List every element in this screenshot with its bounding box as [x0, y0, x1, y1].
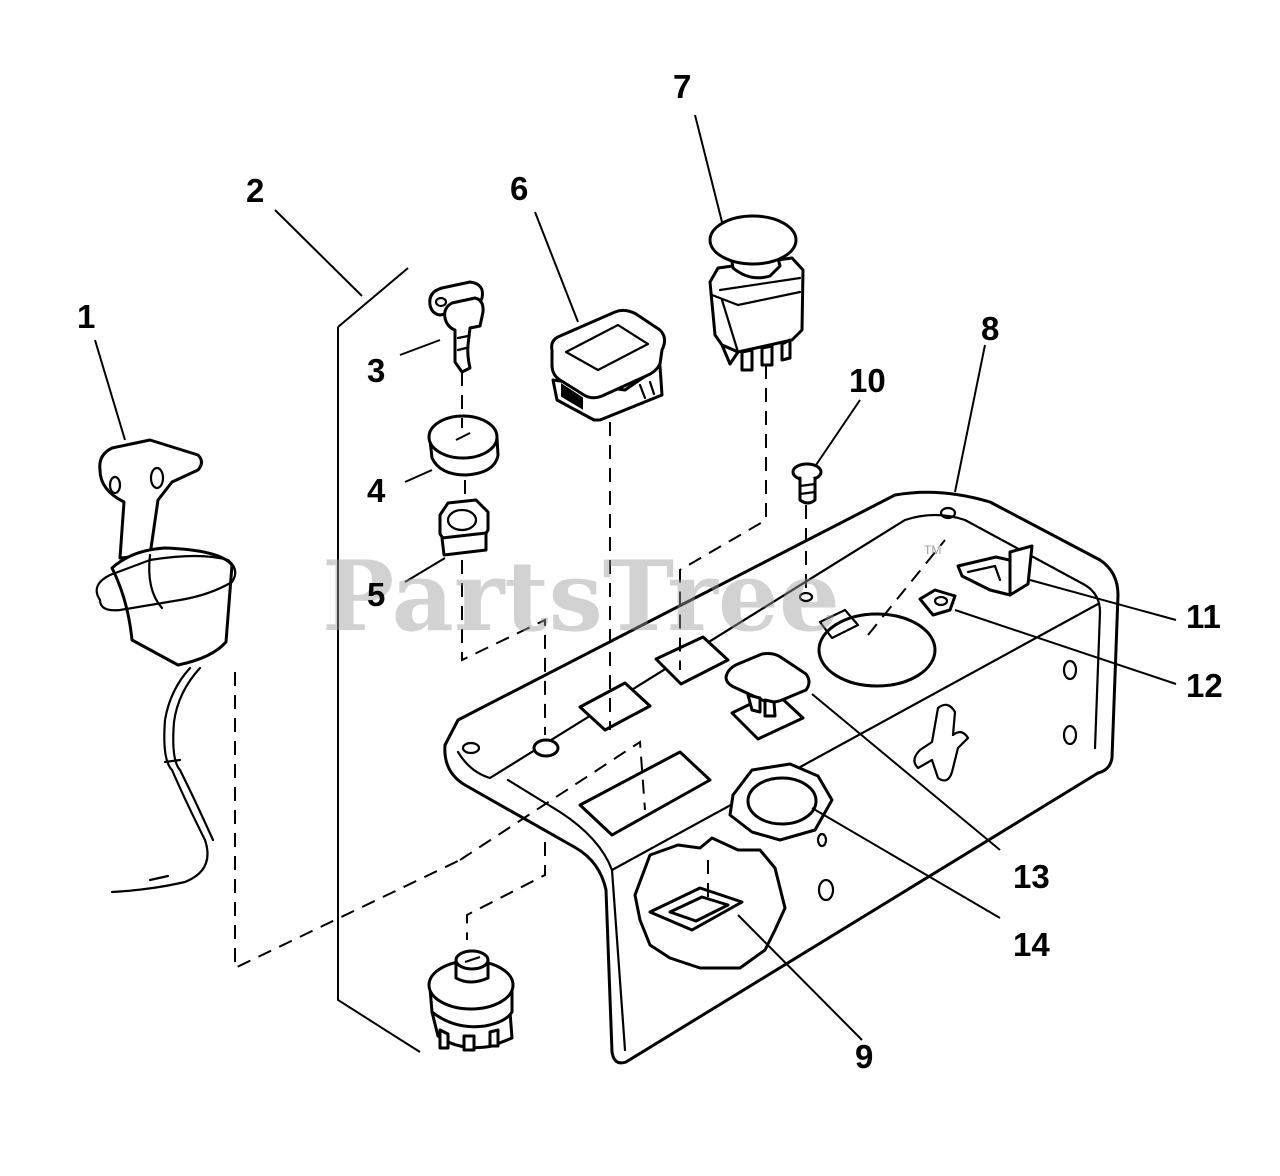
- callout-3: 3: [367, 352, 385, 389]
- callout-13: 13: [1013, 858, 1050, 895]
- clip: [918, 588, 957, 617]
- callout-10: 10: [849, 362, 886, 399]
- watermark: PartsTree TM: [322, 540, 941, 653]
- callout-12: 12: [1186, 667, 1223, 704]
- screw: [791, 462, 823, 505]
- callout-5: 5: [367, 576, 385, 613]
- ignition-keys: [428, 280, 485, 374]
- callout-11: 11: [1186, 598, 1221, 635]
- leader-lines: [94, 114, 1177, 1041]
- retainer-nut: [728, 762, 834, 842]
- callout-7: 7: [673, 68, 691, 105]
- callout-6: 6: [510, 170, 528, 207]
- watermark-trademark: TM: [924, 543, 941, 557]
- callout-1: 1: [77, 298, 95, 335]
- mounting-nut: [438, 498, 490, 557]
- ignition-switch: [427, 949, 515, 1052]
- throttle-control: [95, 438, 237, 894]
- callout-14: 14: [1013, 926, 1050, 963]
- callout-2: 2: [246, 172, 264, 209]
- decal: [633, 836, 787, 970]
- watermark-text: PartsTree: [322, 540, 840, 653]
- hour-meter: [550, 308, 667, 422]
- callout-labels: 1 2 3 4 5 6 7 8 9 10 11 12 13 14: [77, 68, 1223, 1075]
- assembly-lines: [234, 267, 946, 1053]
- callout-9: 9: [855, 1038, 873, 1075]
- key-switch-cap: [427, 414, 500, 477]
- callout-4: 4: [367, 472, 386, 509]
- callout-8: 8: [981, 310, 999, 347]
- hole-plug: [724, 652, 811, 718]
- pto-switch: [708, 214, 805, 372]
- bracket: [956, 544, 1034, 597]
